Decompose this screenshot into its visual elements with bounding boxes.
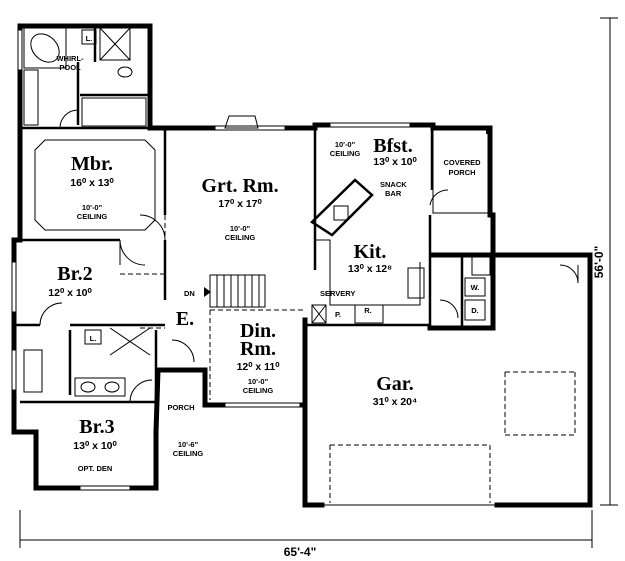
snack-label-2: BAR — [385, 189, 402, 198]
covered-porch — [432, 127, 491, 214]
grt-dims: 17⁰ x 17⁰ — [218, 198, 262, 210]
din-ceiling-height: 10'-0" — [248, 377, 269, 386]
dimension-lines — [19, 17, 618, 548]
covered-porch-label-2: PORCH — [448, 168, 475, 177]
hall-bath-tub — [23, 349, 43, 393]
overall-width: 65'-4" — [284, 545, 317, 559]
bfst-ceiling-height: 10'-0" — [335, 140, 356, 149]
entry-label: E. — [176, 308, 194, 330]
shower — [99, 27, 131, 61]
stairs — [204, 274, 266, 308]
kit-name: Kit. — [354, 241, 387, 263]
covered-porch-label-1: COVERED — [443, 158, 481, 167]
grt-ceiling-label: CEILING — [225, 233, 256, 242]
grt-name: Grt. Rm. — [201, 175, 278, 197]
din-dims: 12⁰ x 11⁰ — [237, 361, 281, 373]
br3-ceiling-height: 10'-6" — [178, 440, 199, 449]
gar-name: Gar. — [376, 373, 414, 395]
grt-ceiling-height: 10'-0" — [230, 224, 251, 233]
linen-label-1: L. — [86, 34, 93, 43]
br2-name: Br.2 — [57, 263, 92, 285]
mbr-name: Mbr. — [71, 153, 113, 175]
br3-dims: 13⁰ x 10⁰ — [73, 440, 117, 452]
snack-label-1: SNACK — [380, 180, 407, 189]
bfst-ceiling-label: CEILING — [330, 149, 361, 158]
mbr-ceiling-height: 10'-0" — [82, 203, 103, 212]
whirlpool-label-2: POOL — [59, 63, 81, 72]
linen-closet — [81, 29, 97, 45]
dryer-label: D. — [471, 306, 479, 315]
br3-note: OPT. DEN — [78, 464, 113, 473]
whirlpool-tub — [23, 27, 67, 69]
bfst-dims: 13⁰ x 10⁰ — [373, 156, 417, 168]
br3-name: Br.3 — [79, 416, 114, 438]
front-porch-label: PORCH — [167, 403, 194, 412]
vanity — [23, 69, 39, 126]
mbr-dims: 16⁰ x 13⁰ — [70, 177, 114, 189]
mbr-ceiling-label: CEILING — [77, 212, 108, 221]
br2-dims: 12⁰ x 10⁰ — [48, 287, 92, 299]
kit-dims: 13⁰ x 12⁸ — [348, 263, 392, 275]
pantry-label: P. — [335, 310, 341, 319]
refrigerator-label: R. — [364, 306, 372, 315]
din-ceiling-label: CEILING — [243, 386, 274, 395]
fireplace — [224, 115, 259, 129]
servery-label: SERVERY — [320, 289, 355, 298]
bfst-name: Bfst. — [373, 135, 412, 157]
whirlpool-label-1: WHIRL- — [56, 54, 84, 63]
toilet — [117, 66, 133, 78]
washer-label: W. — [471, 283, 480, 292]
hall-bath-vanity — [74, 377, 126, 397]
doors — [39, 109, 579, 403]
overall-depth: 56'-0" — [592, 246, 606, 279]
linen-label-2: L. — [90, 334, 97, 343]
din-name-1: Din. — [240, 320, 276, 342]
din-name-2: Rm. — [240, 338, 276, 360]
stair-down-label: DN — [184, 289, 195, 298]
bath-tub — [81, 97, 147, 127]
br3-ceiling-label: CEILING — [173, 449, 204, 458]
mbr-tray-ceiling — [34, 139, 156, 231]
kitchen-counters — [310, 178, 491, 324]
windows — [11, 29, 411, 491]
gar-dims: 31⁰ x 20⁴ — [373, 396, 417, 408]
